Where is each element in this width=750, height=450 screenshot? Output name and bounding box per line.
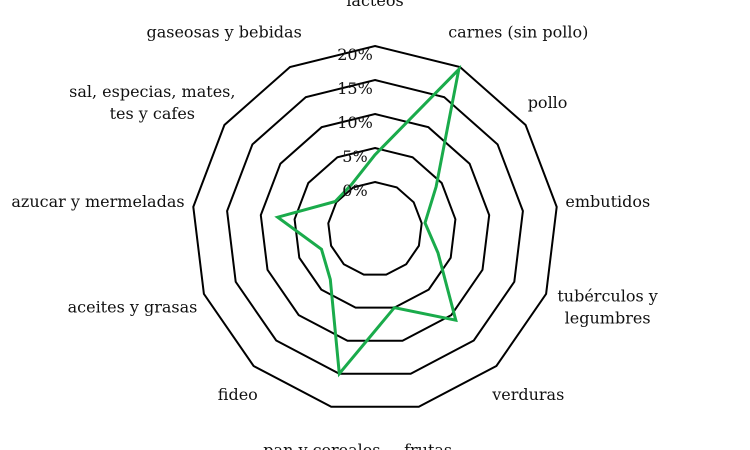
category-label: embutidos: [565, 192, 650, 211]
category-label-line: sal, especias, mates,: [69, 82, 235, 101]
grid-rings: [192, 44, 558, 408]
data-series: [274, 64, 462, 378]
category-label-line: legumbres: [565, 309, 651, 328]
category-label-line: verduras: [491, 385, 564, 404]
tick-labels: 0% 5% 10% 15% 20%: [337, 45, 373, 200]
grid-ring-4: [192, 44, 558, 408]
category-label-line: carnes (sin pollo): [448, 22, 588, 41]
category-label-line: pan y cereales: [263, 441, 380, 450]
category-label: pollo: [528, 93, 568, 112]
tick-label: 0%: [342, 181, 367, 200]
category-label: carnes (sin pollo): [448, 22, 588, 41]
category-label-line: tes y cafes: [110, 104, 195, 123]
category-label: verduras: [491, 385, 564, 404]
category-label-line: frutas: [404, 441, 452, 450]
category-labels: lacteos carnes (sin pollo) pollo embutidos t…: [11, 0, 657, 450]
grid-ring-3: [226, 78, 524, 375]
tick-label: 5%: [342, 147, 367, 166]
tick-label: 10%: [337, 113, 373, 132]
tick-label: 20%: [337, 45, 373, 64]
category-label: aceites y grasas: [68, 298, 198, 317]
category-label-line: tubérculos y: [557, 287, 657, 306]
category-label: lacteos: [346, 0, 403, 10]
category-label-line: aceites y grasas: [68, 298, 198, 317]
category-label: sal, especias, mates, tes y cafes: [69, 82, 235, 123]
category-label-line: lacteos: [346, 0, 403, 10]
category-label: azucar y mermeladas: [11, 192, 184, 211]
category-label: pan y cereales: [263, 441, 380, 450]
grid-ring-1: [293, 146, 457, 309]
category-label-line: azucar y mermeladas: [11, 192, 184, 211]
category-label-line: pollo: [528, 93, 568, 112]
series-line-0: [274, 64, 462, 378]
grid-ring-2: [259, 112, 491, 342]
category-label: frutas: [404, 441, 452, 450]
category-label: fideo: [218, 385, 258, 404]
tick-label: 15%: [337, 79, 373, 98]
category-label-line: embutidos: [565, 192, 650, 211]
category-label-line: gaseosas y bebidas: [146, 22, 301, 41]
category-label-line: fideo: [218, 385, 258, 404]
grid-ring-0: [327, 180, 423, 276]
category-label: tubérculos y legumbres: [557, 287, 657, 328]
category-label: gaseosas y bebidas: [146, 22, 301, 41]
